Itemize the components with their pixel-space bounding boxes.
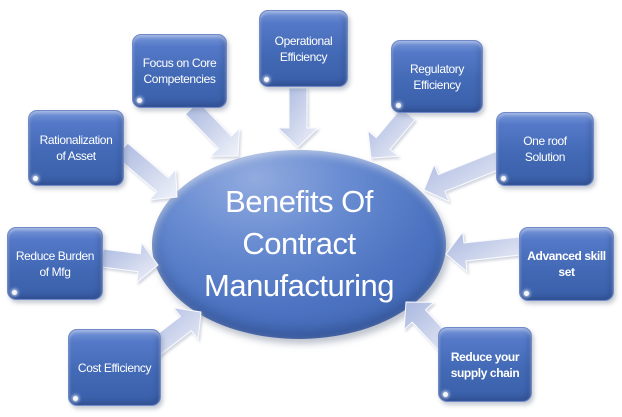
center-ellipse: Benefits Of Contract Manufacturing (152, 150, 446, 339)
node-label: Cost Efficiency (77, 360, 152, 375)
node-operational-efficiency: Operational Efficiency (259, 10, 348, 87)
node-label: Operational Efficiency (274, 33, 333, 64)
node-one-roof-solution: One roof Solution (496, 112, 594, 186)
arrow-one-roof (423, 151, 503, 202)
node-reduce-burden-of-mfg: Reduce Burden of Mfg (7, 227, 103, 300)
arrow-regulatory (367, 107, 416, 159)
node-label: Reduce your supply chain (450, 349, 520, 380)
node-advanced-skill-set: Advanced skill set (519, 227, 614, 301)
center-title: Benefits Of Contract Manufacturing (204, 183, 394, 303)
arrow-rationalization (115, 142, 178, 201)
node-label: Focus on Core Competencies (142, 56, 217, 86)
node-focus-core-competencies: Focus on Core Competencies (132, 34, 227, 108)
node-reduce-your-supply-chain: Reduce your supply chain (438, 327, 532, 402)
node-cost-efficiency: Cost Efficiency (68, 329, 161, 406)
node-regulatory-efficiency: Regulatory Efficiency (391, 40, 483, 113)
node-rationalization-of-asset: Rationalization of Asset (28, 110, 124, 186)
arrow-advanced-skill (445, 231, 522, 273)
node-label: Reduce Burden of Mfg (15, 248, 95, 279)
node-label: Regulatory Efficiency (409, 61, 465, 92)
arrow-operational (277, 87, 319, 148)
node-label: Rationalization of Asset (39, 133, 113, 163)
arrow-reduce-burden (100, 242, 159, 283)
node-label: Advanced skill set (527, 249, 606, 279)
arrow-focus-core (185, 101, 240, 157)
node-label: One roof Solution (523, 134, 567, 164)
